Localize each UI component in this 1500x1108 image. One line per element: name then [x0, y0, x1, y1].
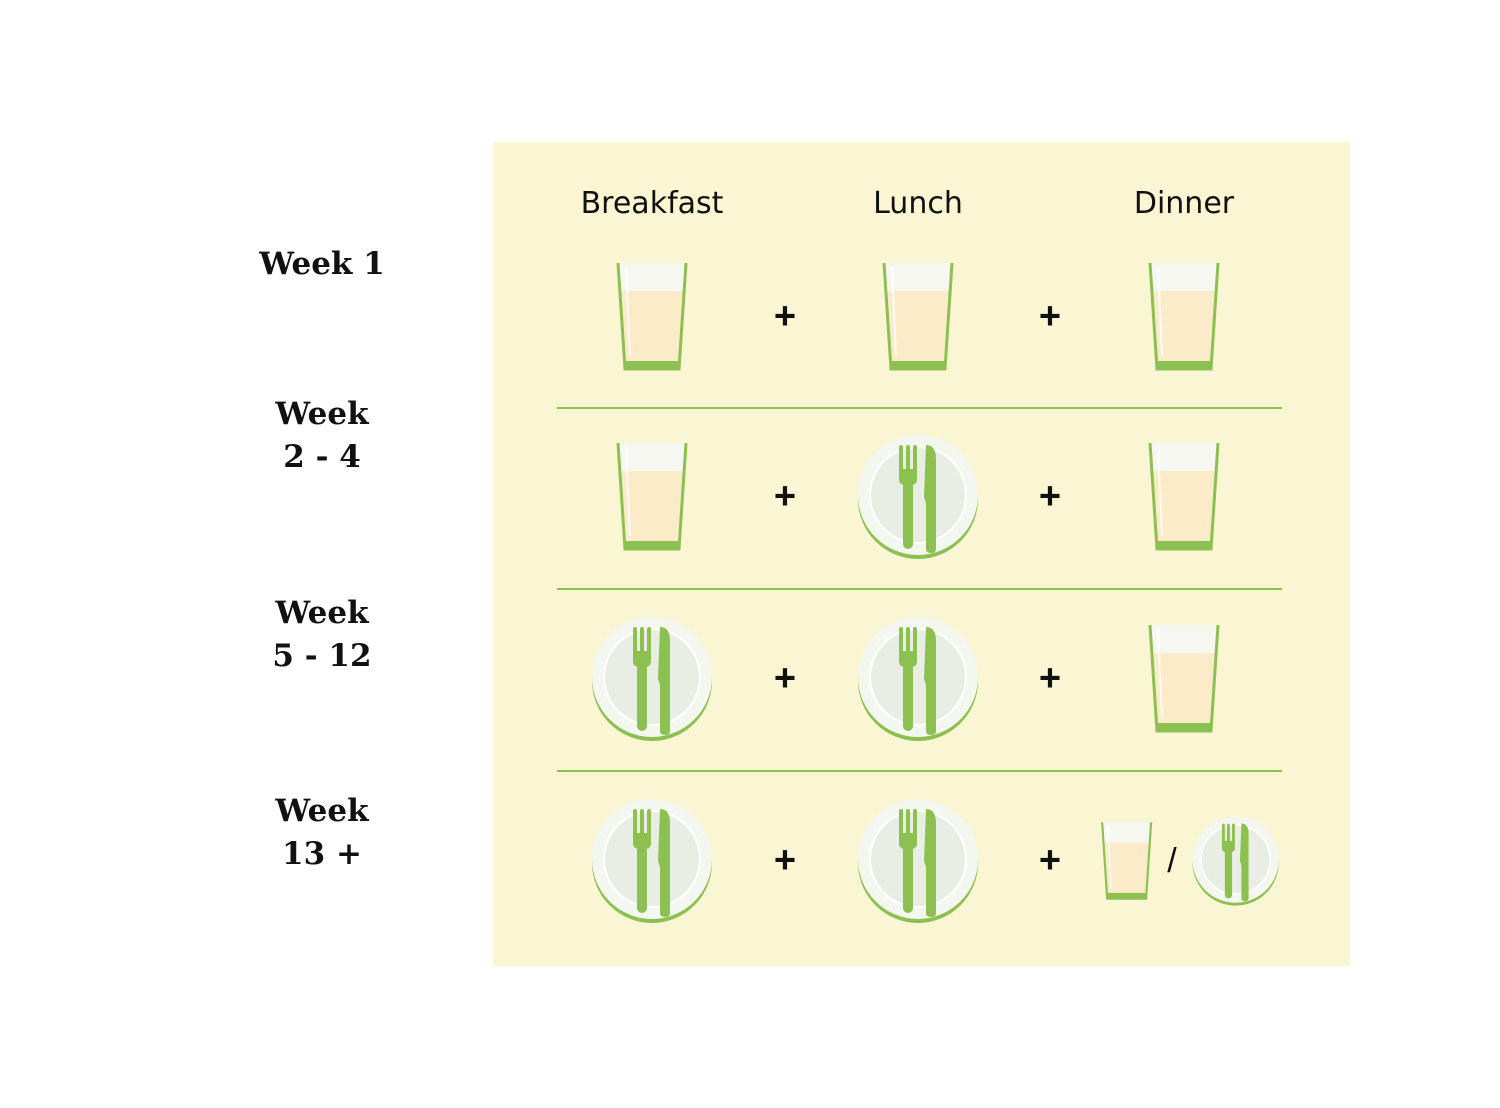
week-label-line1: Week [275, 396, 369, 432]
plus-sign: + [773, 839, 797, 882]
meal-plate-icon [592, 617, 712, 741]
column-header-lunch: Lunch [873, 186, 963, 221]
plus-sign: + [1038, 839, 1062, 882]
plus-sign: + [1038, 295, 1062, 338]
week-label-line1: Week [275, 595, 369, 631]
meal-cell-lunch [856, 433, 980, 561]
column-header-dinner: Dinner [1133, 186, 1235, 221]
week-label: Week 13 + [222, 790, 422, 876]
plus-sign: + [1038, 475, 1062, 518]
meal-plate-icon [858, 617, 978, 741]
meal-cell-breakfast [615, 441, 689, 553]
shake-glass-icon [1148, 262, 1220, 371]
meal-plate-icon [592, 799, 712, 923]
shake-glass-icon [1148, 442, 1220, 551]
meal-cell-lunch [856, 797, 980, 925]
meal-cell-lunch [856, 615, 980, 743]
week-label: Week 5 - 12 [222, 592, 422, 678]
meal-cell-dinner: / [1100, 815, 1280, 907]
plus-sign: + [1038, 657, 1062, 700]
meal-cell-dinner [1147, 261, 1221, 373]
week-label: Week 1 [222, 243, 422, 286]
meal-cell-breakfast [615, 261, 689, 373]
plus-sign: + [773, 475, 797, 518]
plus-sign: + [773, 295, 797, 338]
shake-glass-icon [1101, 822, 1153, 900]
row-divider [557, 770, 1282, 772]
meal-cell-lunch [881, 261, 955, 373]
shake-glass-icon [616, 442, 688, 551]
meal-cell-breakfast [590, 615, 714, 743]
row-divider [557, 588, 1282, 590]
week-label-line2: 5 - 12 [272, 638, 372, 674]
or-separator: / [1167, 841, 1177, 880]
shake-glass-icon [616, 262, 688, 371]
column-header-breakfast: Breakfast [580, 186, 724, 221]
shake-glass-icon [882, 262, 954, 371]
week-label-line1: Week [275, 793, 369, 829]
meal-plate-icon [858, 799, 978, 923]
week-label-line1: Week 1 [259, 246, 385, 282]
plus-sign: + [773, 657, 797, 700]
meal-cell-breakfast [590, 797, 714, 925]
meal-cell-dinner [1147, 623, 1221, 735]
week-label: Week 2 - 4 [222, 393, 422, 479]
meal-plate-icon [858, 435, 978, 559]
meal-cell-dinner [1147, 441, 1221, 553]
meal-plate-icon [1192, 816, 1279, 906]
week-label-line2: 13 + [282, 836, 362, 872]
shake-glass-icon [1148, 624, 1220, 733]
week-label-line2: 2 - 4 [283, 439, 361, 475]
row-divider [557, 407, 1282, 409]
